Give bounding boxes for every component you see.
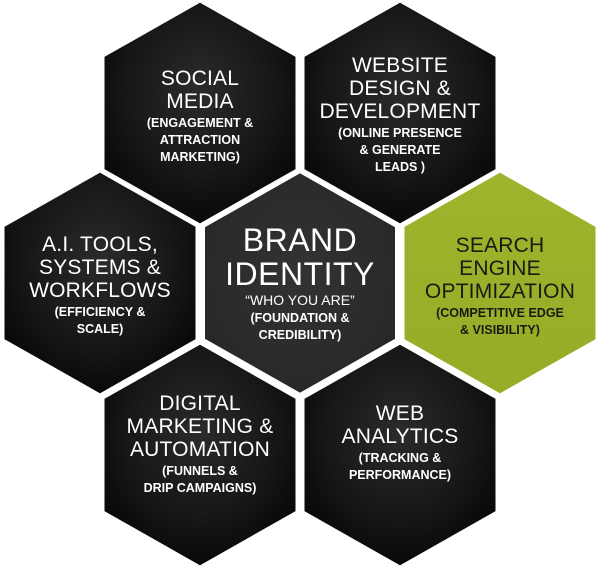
hexagon-shape	[301, 341, 499, 569]
hex-website-design: WEBSITE DESIGN & DEVELOPMENT (ONLINE PRE…	[300, 0, 500, 228]
hex-social-media: SOCIAL MEDIA (ENGAGEMENT & ATTRACTION MA…	[100, 0, 300, 228]
hex-title: WEBSITE DESIGN & DEVELOPMENT	[319, 54, 481, 123]
hex-subtitle: (EFFICIENCY & SCALE)	[54, 304, 146, 336]
hexagon-shape	[301, 0, 499, 227]
hexagon-shape	[101, 341, 299, 569]
hex-ai-tools: A.I. TOOLS, SYSTEMS & WORKFLOWS (EFFICIE…	[0, 168, 200, 398]
hex-subtitle: (ONLINE PRESENCE & GENERATE LEADS )	[338, 126, 462, 174]
hexagon-shape	[401, 169, 599, 397]
hex-brand-identity: BRAND IDENTITY “WHO YOU ARE” (FOUNDATION…	[200, 168, 400, 398]
hexagon-shape	[101, 0, 299, 227]
hex-title: WEB ANALYTICS	[341, 402, 459, 448]
hex-title: SOCIAL MEDIA	[160, 66, 240, 113]
hexagon-shape	[201, 168, 399, 398]
hex-title: A.I. TOOLS, SYSTEMS & WORKFLOWS	[29, 232, 171, 302]
hex-subtitle: (FOUNDATION & CREDIBILITY)	[250, 310, 350, 342]
hex-seo: SEARCH ENGINE OPTIMIZATION (COMPETITIVE …	[400, 168, 600, 398]
hex-subtitle: (FUNNELS & DRIP CAMPAIGNS)	[143, 464, 257, 495]
hex-digital-marketing: DIGITAL MARKETING & AUTOMATION (FUNNELS …	[100, 340, 300, 570]
hexagon-shape	[1, 169, 199, 397]
hex-title: DIGITAL MARKETING & AUTOMATION	[126, 392, 274, 461]
hex-web-analytics: WEB ANALYTICS (TRACKING & PERFORMANCE)	[300, 340, 500, 570]
hex-title: SEARCH ENGINE OPTIMIZATION	[424, 233, 576, 303]
hex-tagline: “WHO YOU ARE”	[245, 291, 355, 308]
hex-subtitle: (TRACKING & PERFORMANCE)	[348, 451, 452, 482]
hex-subtitle: (COMPETITIVE EDGE & VISIBILITY)	[436, 305, 564, 337]
hex-subtitle: (ENGAGEMENT & ATTRACTION MARKETING)	[146, 115, 254, 164]
hex-title: BRAND IDENTITY	[225, 221, 375, 292]
